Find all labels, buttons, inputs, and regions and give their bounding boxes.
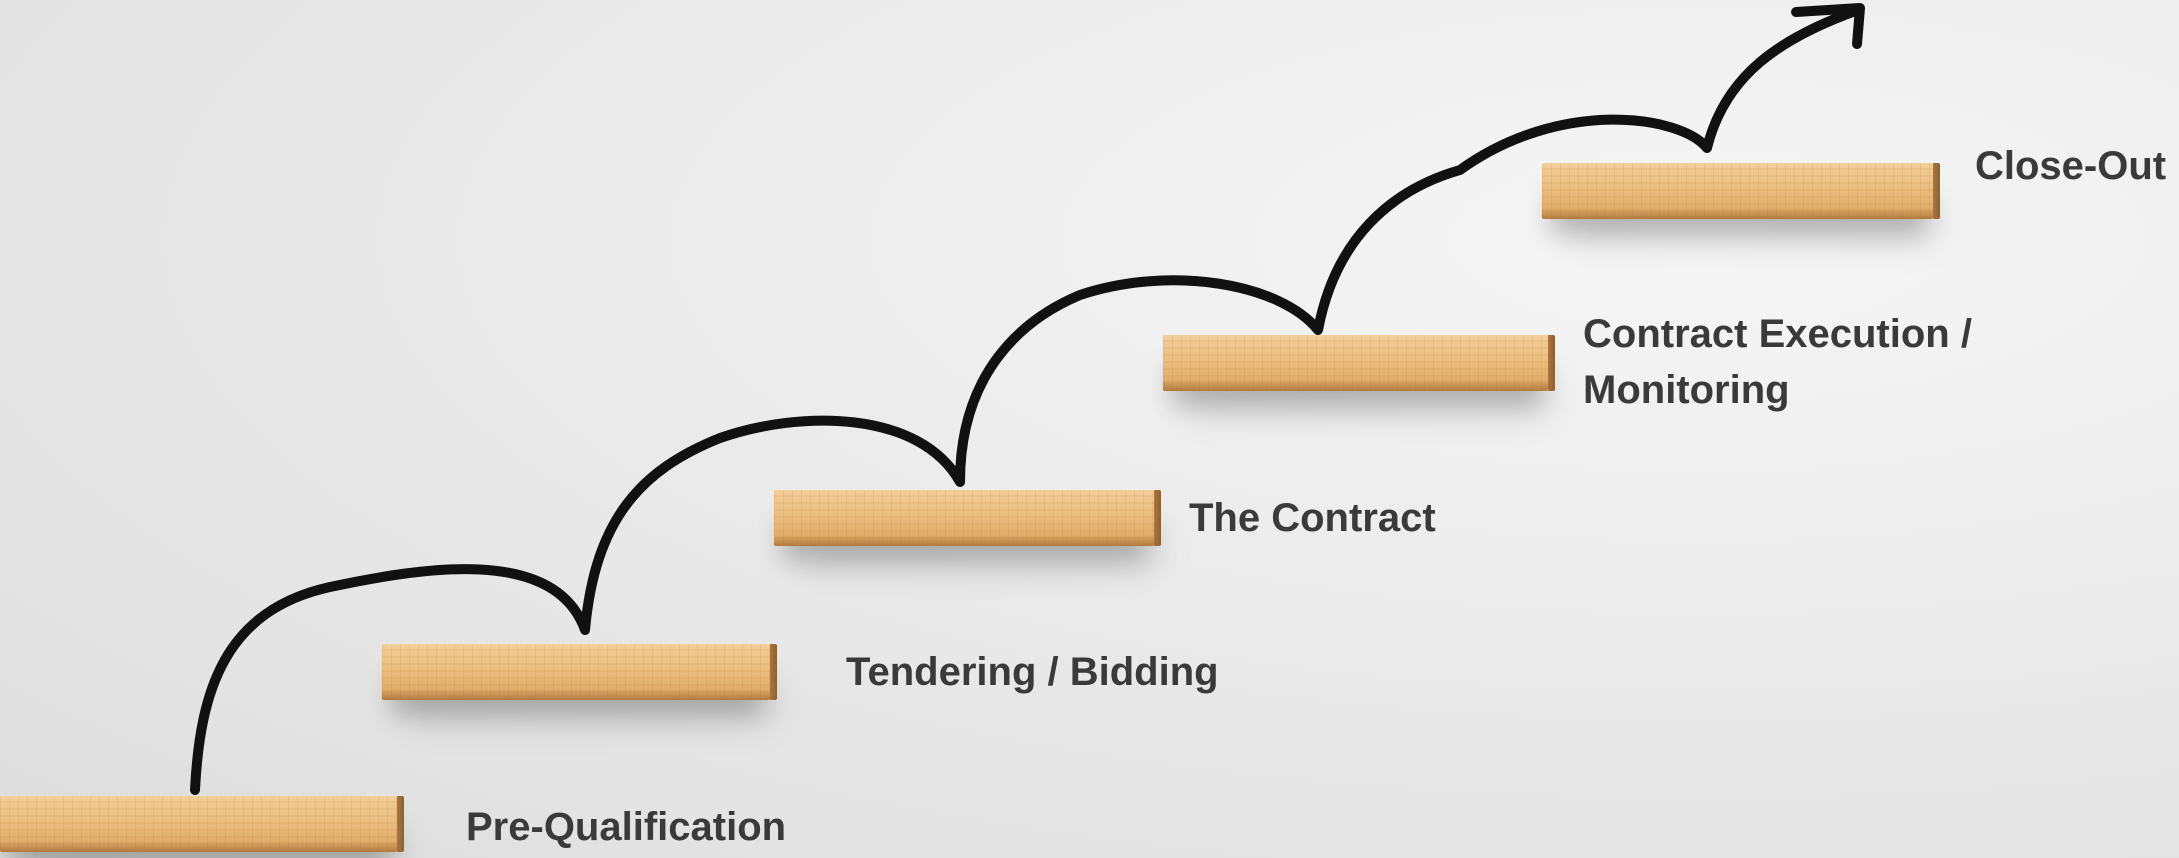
step-label-tendering-bidding: Tendering / Bidding — [846, 650, 1219, 694]
step-label-pre-qualification: Pre-Qualification — [466, 805, 787, 849]
step-block-pre-qualification — [0, 796, 404, 852]
step-block-the-contract — [774, 490, 1161, 546]
arrow-head — [1791, 3, 1865, 49]
step-label-close-out: Close-Out — [1975, 144, 2167, 188]
step-label-monitoring: Monitoring — [1583, 368, 1790, 412]
arrow-curve — [190, 5, 1863, 795]
step-label-the-contract: The Contract — [1189, 496, 1436, 540]
step-block-contract-execution — [1163, 335, 1555, 391]
step-block-close-out — [1542, 163, 1940, 219]
step-label-contract-execution: Contract Execution / — [1583, 312, 1972, 356]
step-block-tendering-bidding — [382, 644, 777, 700]
